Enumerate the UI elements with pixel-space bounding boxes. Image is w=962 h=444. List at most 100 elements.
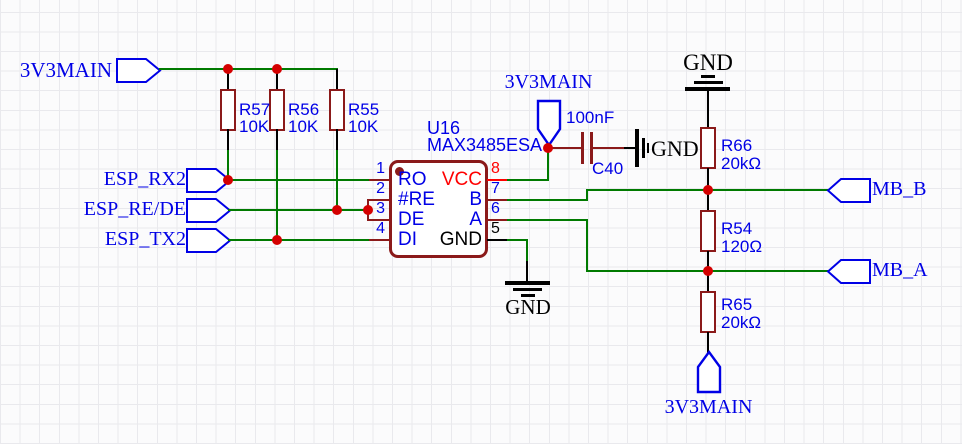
wire-vcc[interactable] [547, 147, 549, 181]
pin-stub-5-gnd[interactable] [487, 239, 508, 241]
pin-name-ro: RO [398, 169, 427, 190]
pin-name-vcc: VCC [441, 169, 482, 190]
capacitor-value-label: 100nF [566, 108, 615, 127]
junction-dot [363, 205, 373, 215]
wire-segment[interactable] [707, 90, 709, 128]
resistor-ref-label: R66 [721, 136, 753, 155]
port-mb-a-icon[interactable] [826, 259, 871, 284]
capacitor-c40-plate[interactable] [590, 132, 593, 164]
wire-segment[interactable] [707, 168, 709, 191]
capacitor-c40-plate[interactable] [581, 132, 584, 164]
wire-vcc[interactable] [507, 179, 549, 181]
gnd-earth-symbol-icon[interactable] [701, 75, 715, 78]
pin-stub-2[interactable] [367, 199, 390, 201]
net-label-mb-a: MB_A [872, 259, 928, 281]
wire-segment[interactable] [227, 129, 229, 151]
resistor-r54[interactable] [700, 210, 716, 252]
wire-cap[interactable] [593, 147, 625, 149]
wire-rede[interactable] [228, 209, 369, 211]
resistor-r56[interactable] [269, 89, 285, 131]
wire-segment[interactable] [707, 332, 709, 353]
power-port-3v3main-up-icon[interactable] [696, 349, 722, 394]
wire-a-net[interactable] [586, 219, 588, 272]
gnd-bar-symbol-icon[interactable] [635, 129, 639, 167]
gnd-earth-symbol-icon[interactable] [505, 281, 550, 285]
net-label-esp-rede: ESP_RE/DE [83, 198, 186, 220]
wire-segment[interactable] [336, 69, 338, 90]
wire-segment[interactable] [227, 69, 229, 90]
pin-stub-3[interactable] [367, 219, 390, 221]
wire-segment[interactable] [276, 69, 278, 90]
gnd-earth-symbol-icon[interactable] [521, 294, 535, 297]
resistor-r65[interactable] [700, 291, 716, 333]
junction-dot [543, 143, 553, 153]
wire-segment[interactable] [624, 147, 636, 149]
wire-segment[interactable] [707, 251, 709, 272]
port-esp-rx2-icon[interactable] [186, 168, 232, 193]
resistor-r66[interactable] [700, 127, 716, 169]
pin-stub-1[interactable] [369, 179, 390, 181]
wire-gnd[interactable] [526, 239, 528, 263]
resistor-value-label: 120Ω [721, 237, 763, 256]
wire-tx2[interactable] [228, 239, 369, 241]
pin-number-6: 6 [491, 200, 500, 217]
pin-number-2: 2 [376, 180, 385, 197]
power-port-3v3main-down-icon[interactable] [536, 99, 562, 148]
wire-segment[interactable] [276, 150, 278, 241]
wire-rx2[interactable] [228, 179, 369, 181]
gnd-earth-symbol-icon[interactable] [513, 288, 542, 291]
junction-dot [223, 64, 233, 74]
wire-segment[interactable] [276, 129, 278, 151]
pin-stub-4[interactable] [369, 239, 390, 241]
gnd-bar-symbol-icon[interactable] [647, 143, 649, 153]
pin-stub-7[interactable] [487, 199, 508, 201]
resistor-value-label: 10K [239, 117, 270, 136]
junction-dot [223, 175, 233, 185]
wire-segment[interactable] [526, 261, 528, 282]
pin-name-di: DI [398, 229, 417, 250]
resistor-r57[interactable] [220, 89, 236, 131]
port-mb-b-icon[interactable] [826, 178, 871, 203]
port-esp-tx2-icon[interactable] [186, 228, 232, 253]
wire-b-net[interactable] [586, 189, 588, 201]
pin-number-4: 4 [376, 220, 385, 237]
resistor-ref-label: R55 [348, 100, 380, 119]
pin1-marker-dot [395, 167, 404, 176]
wire-a-net[interactable] [507, 219, 588, 221]
junction-dot [703, 266, 713, 276]
resistor-ref-label: R56 [288, 100, 320, 119]
wire-segment[interactable] [707, 271, 709, 292]
gnd-bar-symbol-icon[interactable] [642, 138, 645, 158]
pin-name-de: DE [398, 209, 425, 230]
junction-dot [703, 185, 713, 195]
gnd-earth-symbol-icon[interactable] [685, 87, 730, 91]
wire-segment[interactable] [227, 150, 229, 181]
ic-body-max3485[interactable] [389, 160, 488, 258]
wire-cap[interactable] [549, 147, 582, 149]
resistor-ref-label: R57 [239, 100, 271, 119]
pin-stub-6[interactable] [487, 219, 508, 221]
net-label-3v3main-bottom: 3V3MAIN [664, 396, 753, 418]
wire-3v3main-rail[interactable] [159, 68, 338, 70]
net-label-esp-rx2: ESP_RX2 [103, 168, 186, 190]
junction-dot [272, 64, 282, 74]
pin-number-3: 3 [376, 200, 385, 217]
wire-segment[interactable] [336, 129, 338, 151]
resistor-value-label: 20kΩ [721, 154, 762, 173]
port-3v3main-top-icon[interactable] [116, 58, 162, 83]
port-esp-rede-icon[interactable] [186, 198, 232, 223]
resistor-r55[interactable] [329, 89, 345, 131]
ic-part-number: MAX3485ESA [427, 135, 543, 155]
wire-segment[interactable] [707, 190, 709, 211]
wire-b-net[interactable] [507, 199, 588, 201]
resistor-value-label: 10K [348, 117, 379, 136]
net-label-gnd-cap: GND [651, 136, 699, 161]
gnd-earth-symbol-icon[interactable] [694, 81, 723, 84]
wire-gnd[interactable] [507, 239, 528, 241]
pin-stub-8-vcc[interactable] [487, 179, 508, 181]
junction-dot [332, 205, 342, 215]
pin-name-re: #RE [398, 189, 435, 210]
pin-name-b: B [469, 189, 482, 210]
resistor-value-label: 20kΩ [721, 313, 762, 332]
